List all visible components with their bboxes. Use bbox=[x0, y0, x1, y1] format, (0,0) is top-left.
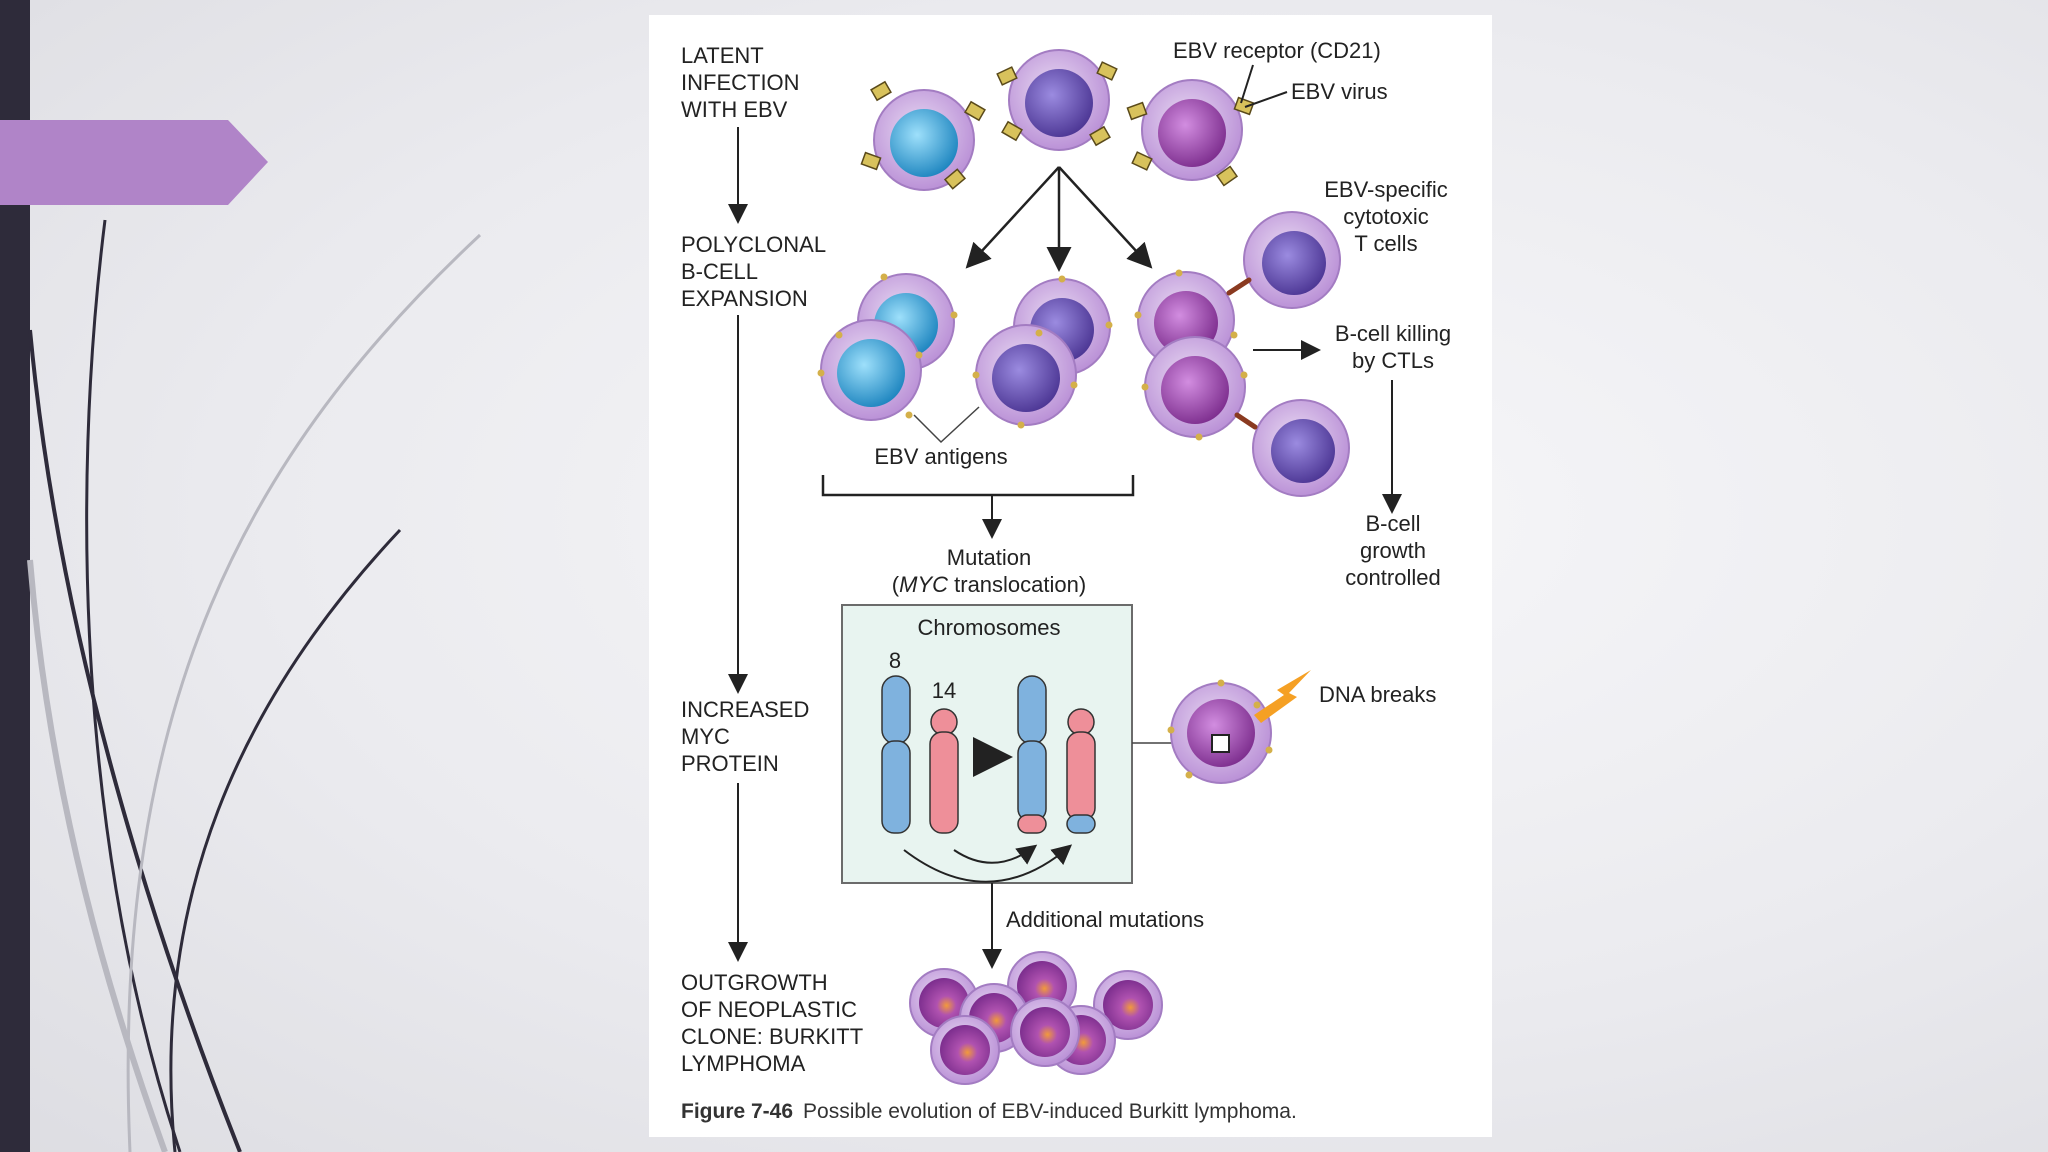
figure-panel: LATENT INFECTION WITH EBV POLYCLONAL B-C… bbox=[649, 15, 1492, 1137]
svg-text:PROTEIN: PROTEIN bbox=[681, 751, 779, 776]
label-ctl: EBV-specific cytotoxic T cells bbox=[1324, 177, 1448, 256]
svg-text:MYC: MYC bbox=[681, 724, 730, 749]
chromosome-14-translocated bbox=[1066, 708, 1096, 834]
chromosome-14 bbox=[929, 708, 959, 834]
svg-text:OUTGROWTH: OUTGROWTH bbox=[681, 970, 828, 995]
svg-text:by CTLs: by CTLs bbox=[1352, 348, 1434, 373]
label-b-cell-killing: B-cell killing by CTLs bbox=[1335, 321, 1451, 373]
label-ebv-virus: EBV virus bbox=[1291, 79, 1388, 104]
dna-cell-dots bbox=[1167, 679, 1273, 779]
burkitt-diagram: LATENT INFECTION WITH EBV POLYCLONAL B-C… bbox=[681, 38, 1451, 1123]
purple-arrow-tab bbox=[0, 120, 268, 205]
svg-text:B-cell: B-cell bbox=[1365, 511, 1420, 536]
svg-text:growth: growth bbox=[1360, 538, 1426, 563]
svg-text:LYMPHOMA: LYMPHOMA bbox=[681, 1051, 806, 1076]
t-cell-receptor-contacts bbox=[1226, 277, 1258, 430]
pointer-virus bbox=[1244, 91, 1288, 108]
infected-b-cell-blue bbox=[873, 89, 975, 191]
infected-b-cell-magenta bbox=[1141, 79, 1243, 181]
pointer-receptor bbox=[1240, 64, 1254, 104]
ebv-virus-particles bbox=[860, 61, 1255, 190]
svg-text:T cells: T cells bbox=[1354, 231, 1417, 256]
cytotoxic-t-cell-top bbox=[1243, 211, 1341, 309]
svg-text:cytotoxic: cytotoxic bbox=[1343, 204, 1429, 229]
svg-text:EBV-specific: EBV-specific bbox=[1324, 177, 1448, 202]
svg-text:controlled: controlled bbox=[1345, 565, 1440, 590]
svg-text:WITH EBV: WITH EBV bbox=[681, 97, 788, 122]
label-myc-translocation: (MYC translocation) bbox=[892, 572, 1086, 597]
svg-text:EXPANSION: EXPANSION bbox=[681, 286, 808, 311]
label-chr8: 8 bbox=[889, 648, 901, 673]
svg-text:INCREASED: INCREASED bbox=[681, 697, 809, 722]
stage-outgrowth-lymphoma: OUTGROWTH OF NEOPLASTIC CLONE: BURKITT L… bbox=[681, 970, 863, 1076]
label-additional-mutations: Additional mutations bbox=[1006, 907, 1204, 932]
label-mutation: Mutation bbox=[947, 545, 1031, 570]
svg-text:Chromosomes: Chromosomes bbox=[917, 615, 1060, 640]
svg-text:OF NEOPLASTIC: OF NEOPLASTIC bbox=[681, 997, 857, 1022]
svg-text:B-CELL: B-CELL bbox=[681, 259, 758, 284]
ebv-antigen-dots bbox=[817, 269, 1248, 441]
stage-latent-infection: LATENT INFECTION WITH EBV bbox=[681, 43, 800, 122]
expansion-arrows bbox=[965, 166, 1153, 272]
label-dna-breaks: DNA breaks bbox=[1319, 682, 1436, 707]
lightning-icon bbox=[1254, 670, 1311, 723]
label-chr14: 14 bbox=[932, 678, 956, 703]
svg-text:B-cell killing: B-cell killing bbox=[1335, 321, 1451, 346]
cytotoxic-t-cell-bottom bbox=[1252, 399, 1350, 497]
grouping-bracket bbox=[821, 475, 1135, 497]
stage-increased-myc: INCREASED MYC PROTEIN bbox=[681, 697, 809, 776]
polyclonal-cells-blue bbox=[820, 273, 955, 421]
polyclonal-cells-magenta bbox=[1137, 271, 1246, 438]
chromosome-8-translocated bbox=[1017, 675, 1047, 834]
exchange-arrows bbox=[903, 844, 1073, 883]
chromosome-8 bbox=[881, 675, 911, 834]
svg-text:CLONE: BURKITT: CLONE: BURKITT bbox=[681, 1024, 863, 1049]
antigen-pointer bbox=[913, 406, 980, 444]
dna-breaks-cell bbox=[1170, 682, 1272, 784]
label-ebv-receptor: EBV receptor (CD21) bbox=[1173, 38, 1381, 63]
label-ebv-antigens: EBV antigens bbox=[874, 444, 1007, 469]
stage-polyclonal-expansion: POLYCLONAL B-CELL EXPANSION bbox=[681, 232, 826, 311]
svg-text:POLYCLONAL: POLYCLONAL bbox=[681, 232, 826, 257]
svg-text:LATENT: LATENT bbox=[681, 43, 764, 68]
svg-text:INFECTION: INFECTION bbox=[681, 70, 800, 95]
burkitt-lymphoma-clone bbox=[909, 951, 1163, 1085]
polyclonal-cells-purple bbox=[975, 278, 1111, 426]
infected-b-cell-purple bbox=[1008, 49, 1110, 151]
label-growth-controlled: B-cell growth controlled bbox=[1345, 511, 1440, 590]
